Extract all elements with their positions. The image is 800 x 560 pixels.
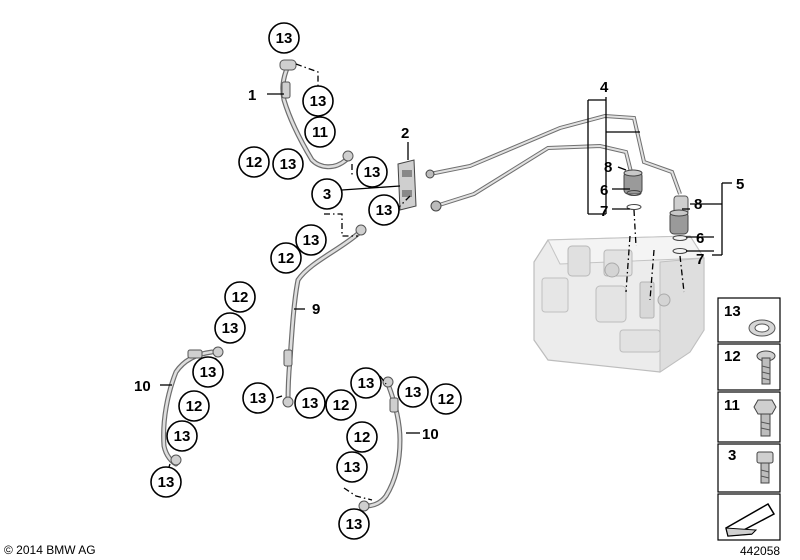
banjo-bolt-icon	[756, 350, 776, 385]
callout-13[interactable]: 13	[272, 148, 304, 180]
callout-13[interactable]: 13	[350, 367, 382, 399]
label-6: 6	[600, 182, 608, 199]
svg-text:13: 13	[346, 516, 363, 533]
svg-text:13: 13	[358, 375, 375, 392]
abs-pressure-modulator	[533, 235, 705, 373]
dash-dot-lines	[165, 63, 411, 541]
bracket	[397, 159, 442, 212]
callout-13[interactable]: 13	[268, 22, 300, 54]
callout-13[interactable]: 13	[302, 85, 334, 117]
label-10: 10	[134, 378, 151, 395]
callout-13[interactable]: 13	[336, 451, 368, 483]
callout-13[interactable]: 13	[242, 382, 274, 414]
seal-ring	[626, 190, 642, 196]
callout-13[interactable]: 13	[150, 466, 182, 498]
seal-ring	[626, 204, 642, 210]
callout-12[interactable]: 12	[238, 146, 270, 178]
svg-text:13: 13	[276, 30, 293, 47]
label-7: 7	[696, 251, 704, 268]
label-5: 5	[736, 176, 744, 193]
callout-12[interactable]: 12	[325, 389, 357, 421]
parts-legend: 13 12 11	[717, 297, 781, 541]
bleeder-cap-upper	[623, 169, 643, 195]
brake-line-lower	[435, 143, 634, 208]
svg-text:12: 12	[438, 391, 455, 408]
label-4: 4	[600, 79, 609, 96]
callout-13[interactable]: 13	[397, 376, 429, 408]
svg-text:12: 12	[232, 289, 249, 306]
svg-text:13: 13	[724, 303, 741, 320]
legend-direction-arrow	[717, 493, 781, 541]
svg-text:13: 13	[302, 395, 319, 412]
callout-13[interactable]: 13	[295, 224, 327, 256]
leader-lines	[160, 93, 732, 434]
callout-13[interactable]: 13	[338, 508, 370, 540]
svg-text:12: 12	[278, 250, 295, 267]
svg-text:11: 11	[312, 124, 328, 141]
label-2: 2	[401, 125, 409, 142]
svg-text:13: 13	[222, 320, 239, 337]
socket-screw-icon	[756, 451, 774, 484]
label-8: 8	[604, 159, 612, 176]
svg-text:12: 12	[246, 154, 263, 171]
callout-13[interactable]: 13	[166, 420, 198, 452]
seal-ring-icon	[748, 319, 776, 337]
svg-text:13: 13	[174, 428, 191, 445]
callout-3[interactable]: 3	[311, 178, 343, 210]
brake-hose-10-right	[358, 376, 403, 512]
svg-text:12: 12	[333, 397, 350, 414]
svg-text:13: 13	[310, 93, 327, 110]
label-10: 10	[422, 426, 439, 443]
callout-13[interactable]: 13	[214, 312, 246, 344]
callout-13[interactable]: 13	[356, 156, 388, 188]
label-6: 6	[696, 230, 704, 247]
legend-item-13[interactable]: 13	[717, 297, 781, 343]
svg-text:13: 13	[280, 156, 297, 173]
callout-12[interactable]: 12	[224, 281, 256, 313]
copyright: © 2014 BMW AG	[4, 543, 96, 557]
seal-ring	[672, 235, 688, 241]
callout-12[interactable]: 12	[346, 421, 378, 453]
hex-bolt-icon	[753, 399, 777, 437]
svg-text:13: 13	[364, 164, 381, 181]
arrow-icon	[725, 502, 776, 537]
svg-text:13: 13	[376, 202, 393, 219]
callout-12[interactable]: 12	[178, 390, 210, 422]
diagram-number: 442058	[740, 544, 781, 558]
callout-13[interactable]: 13	[294, 387, 326, 419]
callout-12[interactable]: 12	[430, 383, 462, 415]
svg-text:3: 3	[323, 186, 331, 203]
svg-text:13: 13	[344, 459, 361, 476]
label-1: 1	[248, 87, 256, 104]
svg-text:13: 13	[158, 474, 175, 491]
svg-text:13: 13	[250, 390, 267, 407]
svg-text:12: 12	[724, 348, 741, 365]
brake-hose-9	[282, 224, 367, 408]
brake-line-upper	[429, 113, 682, 195]
svg-text:13: 13	[405, 384, 422, 401]
svg-text:3: 3	[728, 447, 736, 464]
legend-item-3[interactable]: 3	[717, 443, 781, 493]
svg-text:12: 12	[186, 398, 203, 415]
callout-13[interactable]: 13	[368, 194, 400, 226]
brake-hose-1	[279, 59, 354, 170]
label-7: 7	[600, 203, 608, 220]
svg-text:13: 13	[303, 232, 320, 249]
callout-12[interactable]: 12	[270, 242, 302, 274]
svg-text:11: 11	[724, 397, 740, 414]
legend-item-11[interactable]: 11	[717, 391, 781, 443]
brake-hose-10-left	[161, 346, 224, 467]
label-8: 8	[694, 196, 702, 213]
svg-text:13: 13	[200, 364, 217, 381]
legend-item-12[interactable]: 12	[717, 343, 781, 391]
label-9: 9	[312, 301, 320, 318]
callout-13[interactable]: 13	[192, 356, 224, 388]
svg-text:12: 12	[354, 429, 371, 446]
callout-11[interactable]: 11	[304, 116, 336, 148]
bleeder-cap-lower	[669, 209, 689, 235]
part-labels: 1 2 4 8 6 7 5 8 6 7 9 10 10	[134, 79, 744, 443]
